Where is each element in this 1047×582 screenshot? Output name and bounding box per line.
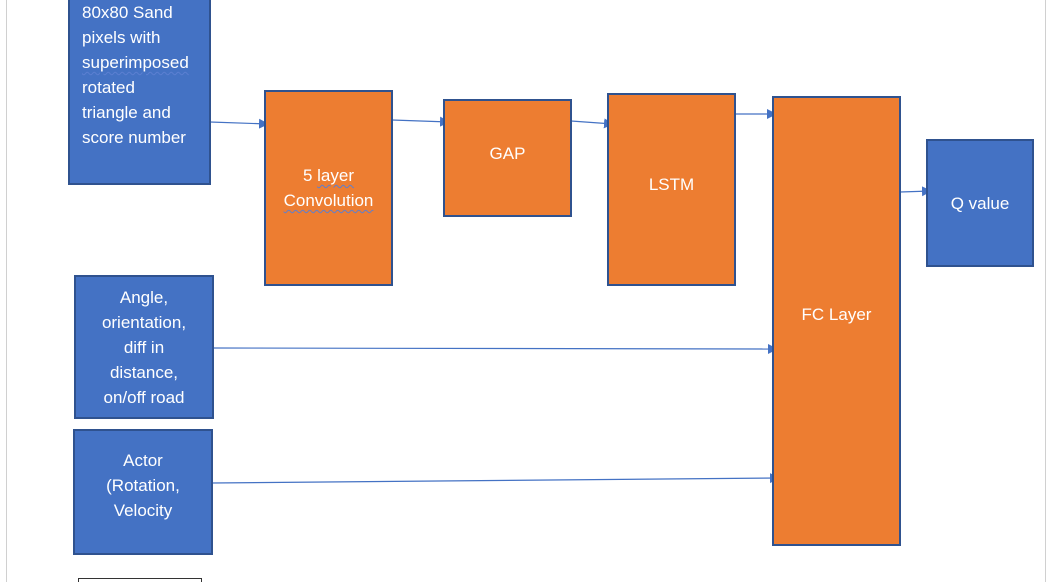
image-input-line-4: rotated (82, 78, 135, 97)
q-value-node: Q value (926, 139, 1034, 267)
partial-shape-bottom (78, 578, 202, 582)
fc-layer-node: FC Layer (772, 96, 901, 546)
state-input-node: Angle, orientation, diff in distance, on… (74, 275, 214, 419)
image-input-node: 80x80 Sand pixels with superimposed rota… (68, 0, 211, 185)
conv-line-1-word: layer (317, 166, 355, 185)
state-input-label: Angle, orientation, diff in distance, on… (101, 287, 187, 407)
image-input-line-6: score number (82, 128, 186, 147)
gap-node: GAP (443, 99, 572, 217)
page-edge-right (1045, 0, 1046, 582)
conv-node: 5 layer Convolution (264, 90, 393, 286)
q-value-label: Q value (950, 193, 1010, 213)
conv-line-2: Convolution (283, 191, 374, 210)
fc-layer-label: FC Layer (801, 305, 872, 324)
page-edge-left (6, 0, 7, 582)
gap-label: GAP (489, 144, 526, 163)
arrow-actor-to-fc (211, 473, 780, 484)
conv-line-1: 5 layer (284, 163, 374, 188)
lstm-label: LSTM (648, 175, 695, 194)
image-input-text: 80x80 Sand pixels with superimposed rota… (82, 0, 189, 150)
arrow-conv-to-gap (391, 116, 450, 127)
conv-line-1-prefix: 5 (302, 166, 318, 185)
arrow-image-to-conv (209, 118, 269, 129)
lstm-node: LSTM (607, 93, 736, 286)
image-input-line-5: triangle and (82, 103, 171, 122)
image-input-line-3: superimposed (82, 53, 189, 72)
actor-input-node: Actor (Rotation, Velocity (73, 429, 213, 555)
actor-input-label: Actor (Rotation, Velocity (106, 451, 180, 520)
image-input-line-1: 80x80 Sand (82, 3, 173, 22)
conv-text: 5 layer Convolution (284, 163, 374, 213)
image-input-line-2: pixels with (82, 28, 161, 47)
arrow-state-to-fc (212, 343, 778, 354)
